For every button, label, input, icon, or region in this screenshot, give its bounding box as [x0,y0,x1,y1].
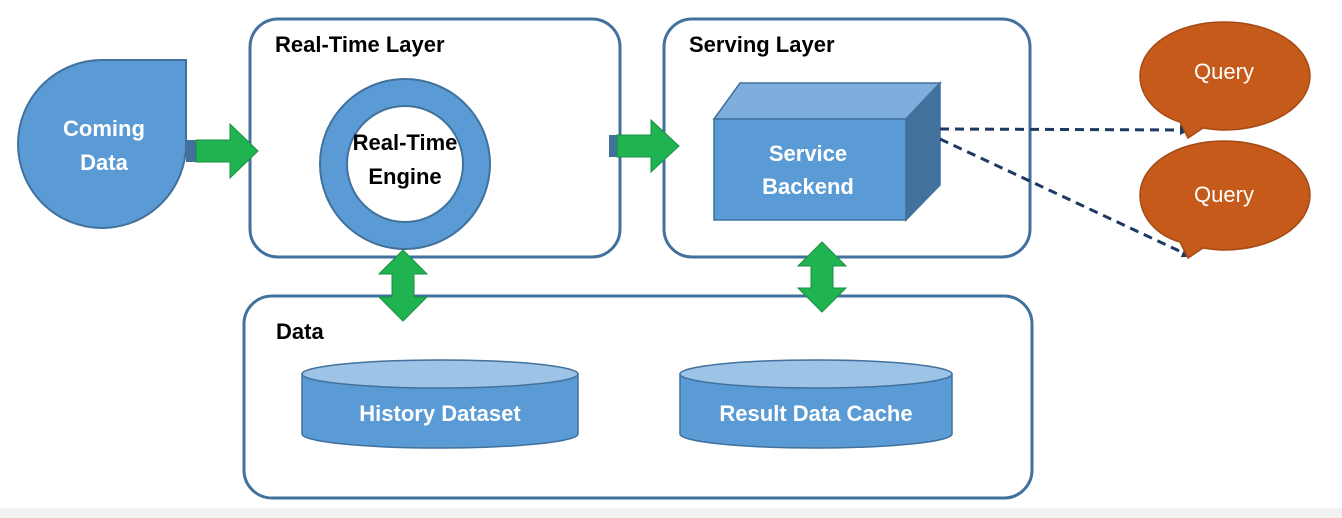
real-time-layer: Real-Time Layer Real-Time Engine [248,17,622,259]
arrow-head-right [195,122,259,180]
query-label-2: Query [1194,182,1254,207]
bottom-strip [0,508,1342,518]
history-cylinder-top [301,359,579,389]
real-time-layer-title: Real-Time Layer [275,32,445,57]
serving-layer: Serving Layer Service Backend [662,17,1032,259]
arrow-realtime-data-bidirectional [377,249,429,322]
query-label-1: Query [1194,59,1254,84]
cache-cylinder-body [679,373,953,449]
coming-data-line1: Coming [63,116,145,141]
engine-core [346,105,464,223]
query-bubble-1 [1139,21,1311,140]
engine-label-line1: Real-Time [353,130,458,155]
history-dataset-cylinder: History Dataset [301,359,579,449]
result-cache-cylinder: Result Data Cache [679,359,953,449]
data-layer-title: Data [276,319,324,344]
arrow-head-right-2 [616,118,680,174]
dashed-arrow-query-1 [939,124,1190,135]
query-callout-2: Query [1139,140,1311,260]
service-cube-top [712,82,942,120]
query-bubble-2 [1139,140,1311,260]
dashed-arrow-query-2 [939,137,1192,258]
data-layer: Data History Dataset Result Data Cache [242,294,1034,500]
cache-cylinder-top [679,359,953,389]
service-label-line1: Service [769,141,847,166]
arrow-coming-to-realtime [186,122,259,180]
arrow-tail-notch [186,140,196,162]
history-dataset-label: History Dataset [359,401,521,426]
coming-data-shape [17,59,187,229]
service-label-line2: Backend [762,174,854,199]
history-cylinder-body [301,373,579,449]
result-cache-label: Result Data Cache [719,401,912,426]
arrow-realtime-to-serving [609,118,680,174]
service-cube-front [713,118,907,221]
coming-data-line2: Data [80,150,128,175]
arrow-tail-notch-2 [609,135,617,157]
coming-data-node: Coming Data [17,59,187,229]
engine-label-line2: Engine [368,164,441,189]
serving-layer-title: Serving Layer [689,32,835,57]
arrow-serving-data-bidirectional [796,241,848,313]
query-callout-1: Query [1139,21,1311,140]
